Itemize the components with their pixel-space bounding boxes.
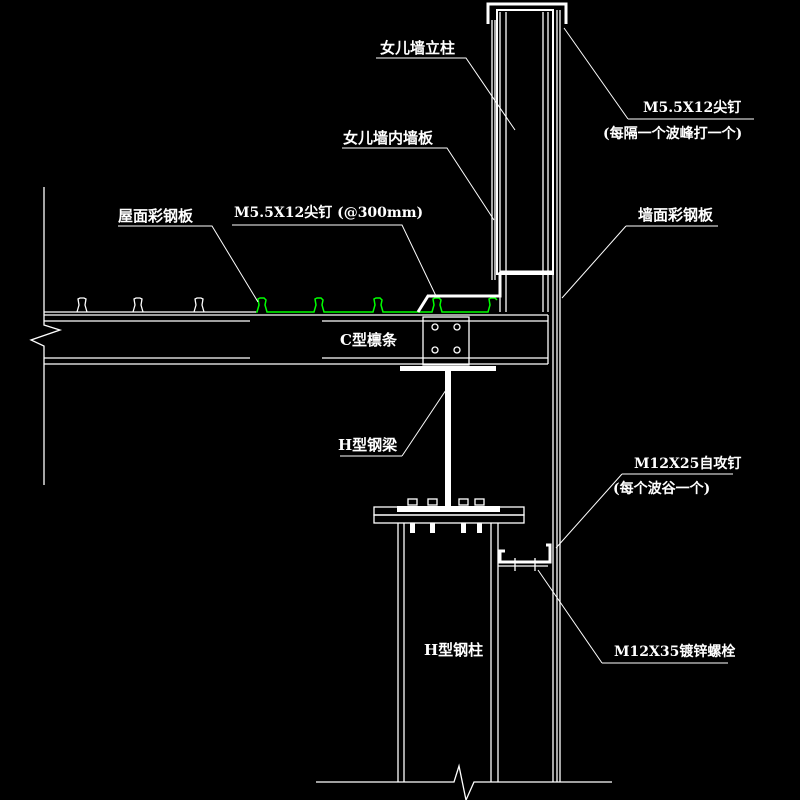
label-h-column: H型钢柱	[424, 641, 483, 659]
label-parapet-column: 女儿墙立柱	[380, 39, 455, 57]
left-wall-line	[29, 187, 63, 485]
roof-panel	[44, 297, 256, 313]
roof-rib	[76, 297, 88, 313]
parapet-column	[496, 9, 554, 312]
label-wall-panel: 墙面彩钢板	[638, 206, 714, 224]
column-cap-plate	[373, 498, 525, 533]
c-purlin	[44, 314, 549, 365]
roof-rib	[132, 297, 144, 313]
wall-girt	[498, 543, 552, 571]
wall-panel	[552, 10, 561, 782]
parapet-cap	[486, 2, 568, 24]
label-h-beam: H型钢梁	[338, 436, 398, 454]
label-wall-screw-line1: M5.5X12尖钉	[643, 99, 741, 116]
label-self-tapping-line2: (每个波谷一个)	[613, 480, 710, 497]
label-roof-screw: M5.5X12尖钉 (@300mm)	[234, 204, 423, 221]
purlin-connection-plate	[422, 316, 470, 366]
h-beam	[397, 366, 500, 512]
label-galv-bolt: M12X35镀锌螺栓	[614, 643, 735, 660]
roof-rib	[193, 297, 205, 313]
ground-line	[316, 763, 612, 800]
label-self-tapping-line1: M12X25自攻钉	[634, 455, 741, 472]
label-c-purlin: C型檩条	[340, 331, 398, 349]
label-wall-screw-line2: (每隔一个波峰打一个)	[603, 125, 742, 142]
label-parapet-inner-panel: 女儿墙内墙板	[343, 129, 434, 147]
parapet-inner-panel	[491, 20, 496, 280]
roof-flashing	[416, 272, 502, 313]
roof-panel-green-section	[256, 297, 498, 313]
label-roof-panel: 屋面彩钢板	[118, 207, 194, 225]
leader-lines	[118, 27, 754, 664]
